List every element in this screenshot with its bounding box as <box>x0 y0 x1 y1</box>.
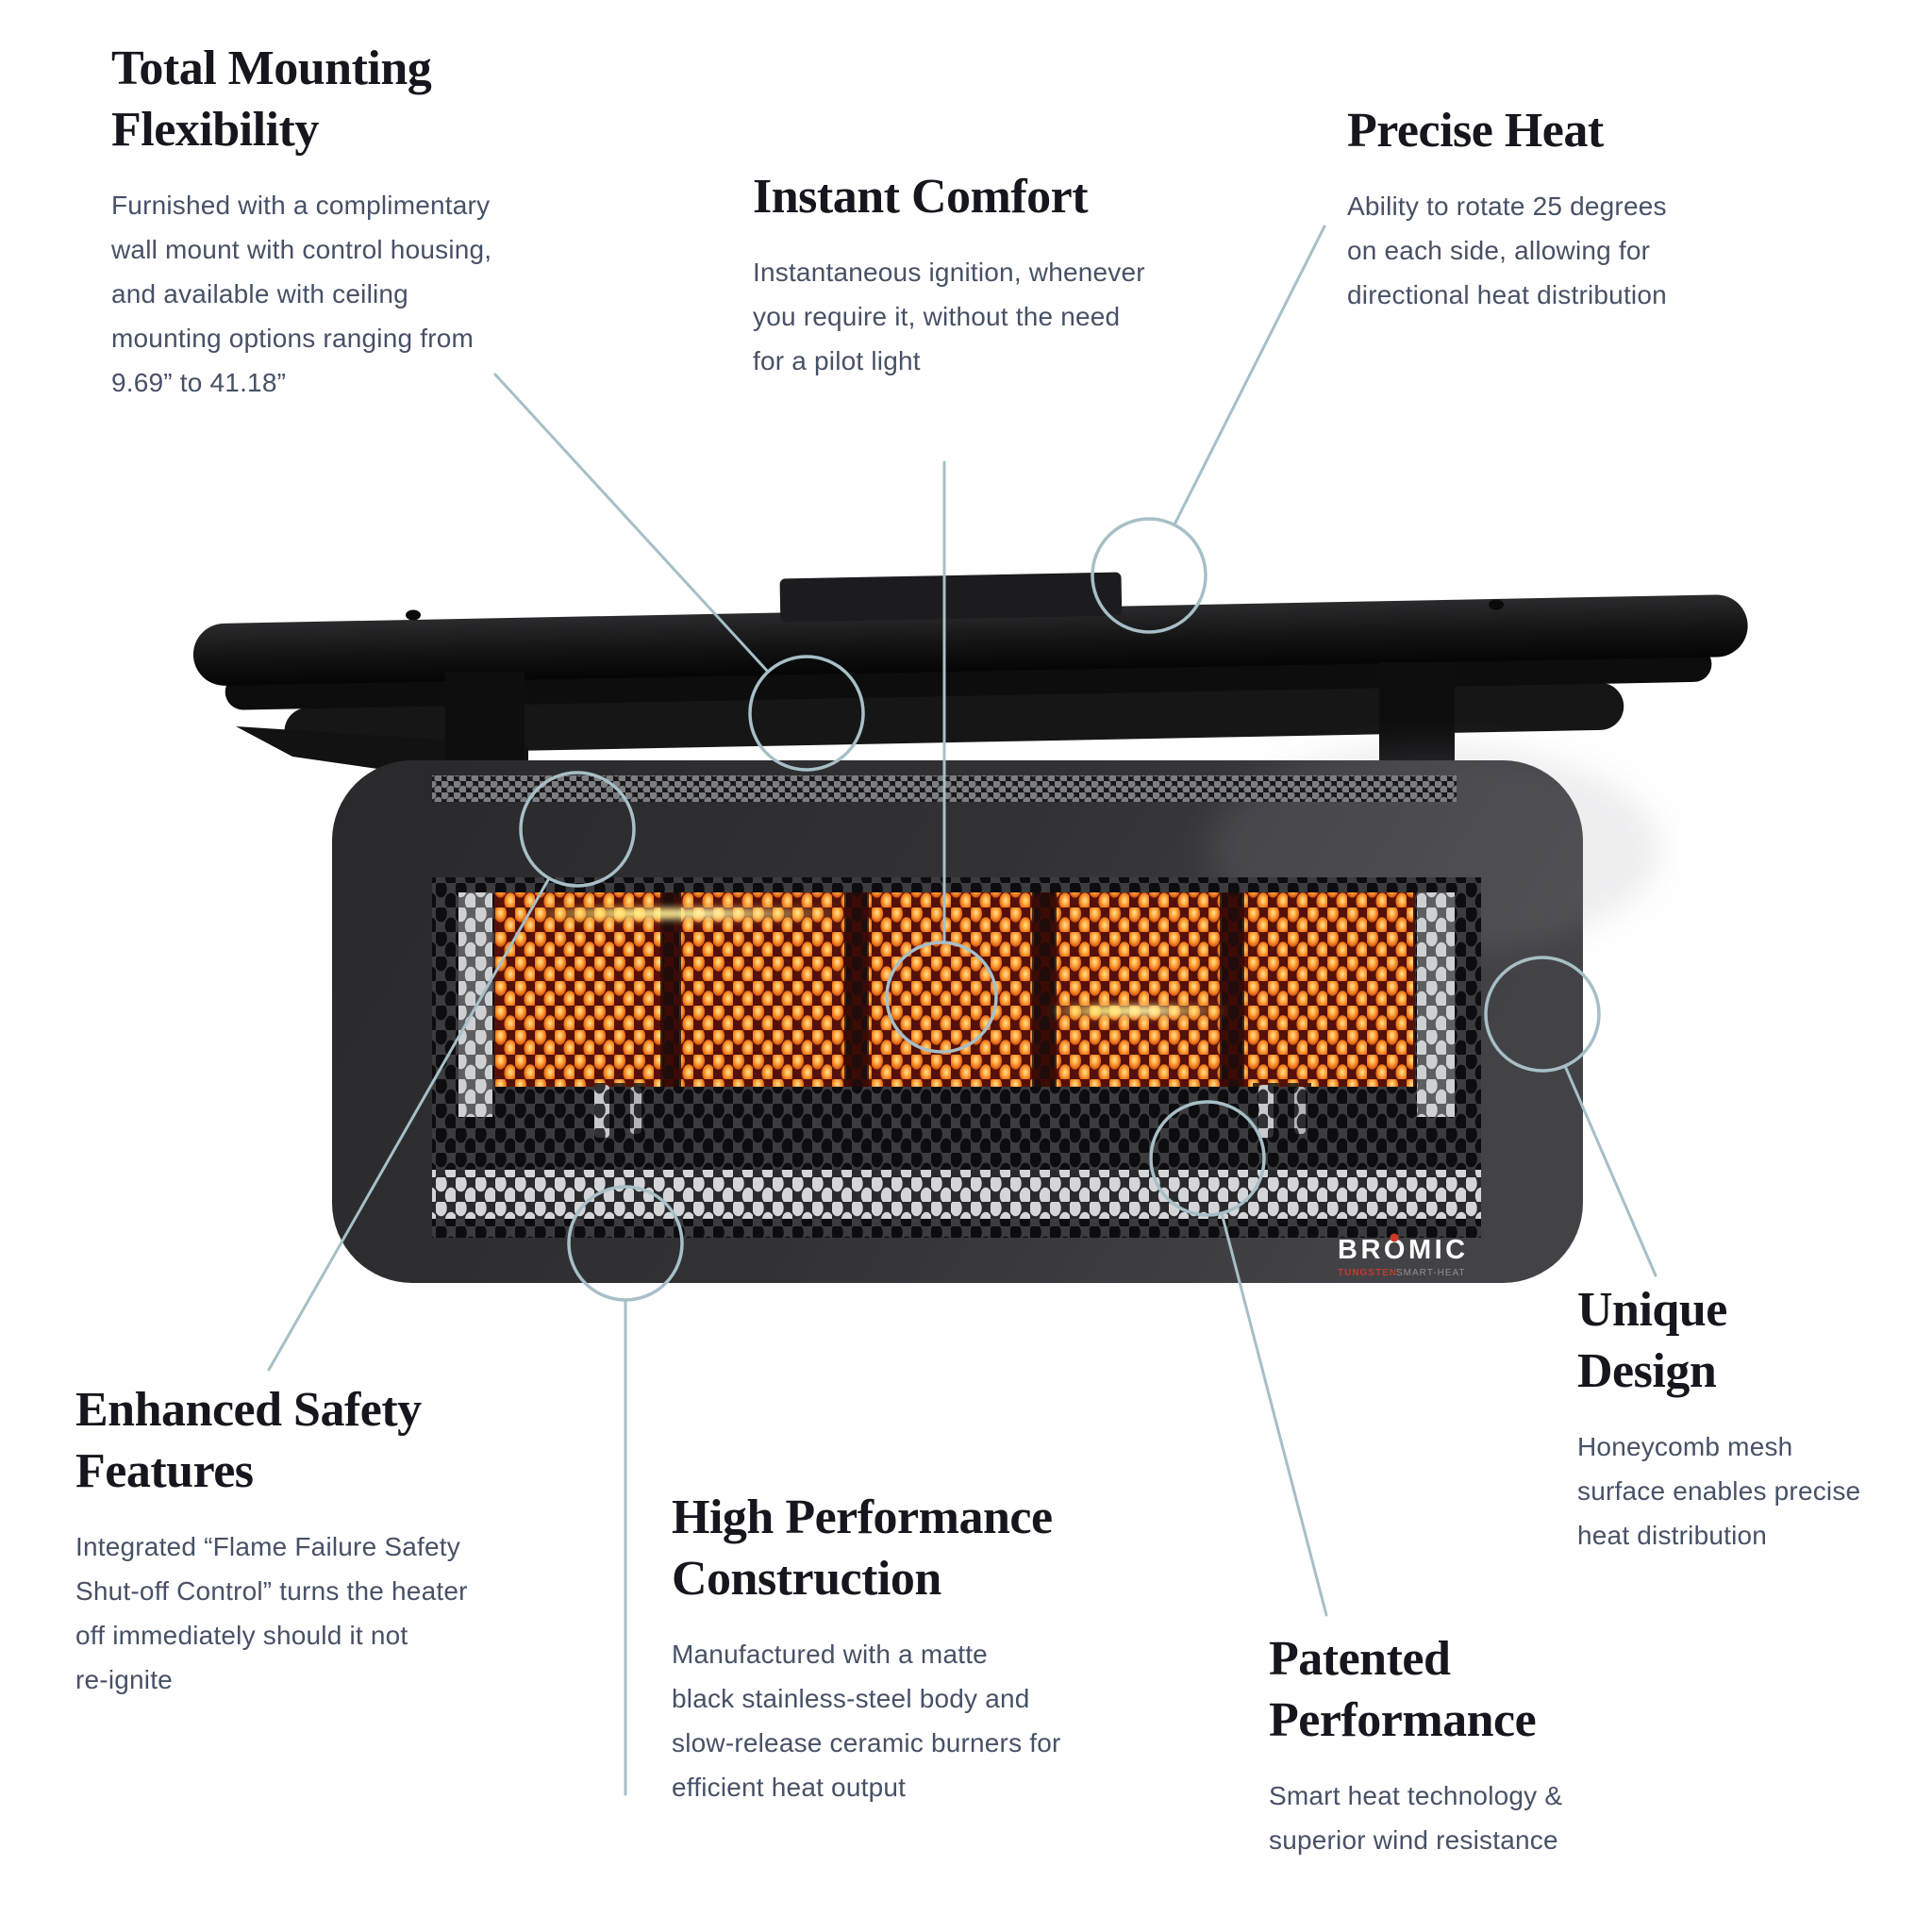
feature-description: Ability to rotate 25 degrees on each sid… <box>1347 192 1667 309</box>
burner-tile <box>679 892 846 1087</box>
canopy-screw-left <box>406 609 421 621</box>
callout-lines <box>267 225 1657 1796</box>
electrode-posts <box>589 1083 1311 1141</box>
feature-title: Enhanced Safety Features <box>75 1383 422 1498</box>
feature-total-mounting-flexibility: Total Mounting Flexibility Furnished wit… <box>111 38 491 405</box>
callout-line-enhanced-safety <box>267 876 551 1372</box>
brand-logo-text: BROMIC <box>1338 1235 1469 1265</box>
canopy-screw-right <box>1489 599 1504 610</box>
feature-unique-design: Unique Design Honeycomb mesh surface ena… <box>1577 1279 1860 1557</box>
feature-description: Manufactured with a matte black stainles… <box>672 1640 1061 1802</box>
callout-circle-total-mounting <box>748 655 865 772</box>
canopy <box>192 572 1748 756</box>
feature-title: Total Mounting Flexibility <box>111 42 432 157</box>
brand-logo-subtext-right: SMART-HEAT <box>1396 1268 1466 1278</box>
feature-title: Unique Design <box>1577 1283 1727 1398</box>
feature-title: Precise Heat <box>1347 104 1604 158</box>
burner-tile <box>495 892 662 1087</box>
brand-logo-subtext-left: TUNGSTEN <box>1338 1268 1397 1278</box>
callout-line-unique-design <box>1563 1064 1657 1277</box>
ignition-glow-streak <box>528 908 849 919</box>
mounting-bracket <box>779 572 1123 623</box>
brand-logo-flame-accent <box>1390 1233 1399 1242</box>
callout-circle-unique-design <box>1484 956 1601 1073</box>
callout-line-precise-heat <box>1173 225 1326 526</box>
lower-vent-band <box>432 1170 1481 1219</box>
callout-line-total-mounting <box>493 373 770 674</box>
feature-title: High Performance Construction <box>672 1491 1053 1606</box>
callout-line-patented <box>1220 1211 1328 1617</box>
feature-title: Instant Comfort <box>753 170 1089 224</box>
callout-circles <box>519 517 1601 1302</box>
ceramic-burner-panels <box>494 892 1415 1087</box>
feature-title: Patented Performance <box>1269 1632 1537 1747</box>
callout-circle-high-performance <box>567 1185 684 1302</box>
burner-tile <box>1242 892 1413 1087</box>
callout-circle-enhanced-safety <box>519 771 636 888</box>
feature-precise-heat: Precise Heat Ability to rotate 25 degree… <box>1347 100 1667 317</box>
feature-description: Honeycomb mesh surface enables precise h… <box>1577 1432 1861 1550</box>
feature-instant-comfort: Instant Comfort Instantaneous ignition, … <box>753 166 1145 383</box>
feature-high-performance-construction: High Performance Construction Manufactur… <box>672 1487 1061 1809</box>
feature-enhanced-safety-features: Enhanced Safety Features Integrated “Fla… <box>75 1379 468 1702</box>
feature-description: Furnished with a complimentary wall moun… <box>111 191 492 397</box>
callout-circle-instant-comfort <box>885 941 998 1054</box>
feature-description: Instantaneous ignition, whenever you req… <box>753 258 1145 375</box>
callout-circle-patented <box>1149 1100 1266 1217</box>
feature-description: Integrated “Flame Failure Safety Shut-of… <box>75 1532 468 1694</box>
callout-circle-precise-heat <box>1091 517 1208 634</box>
feature-description: Smart heat technology & superior wind re… <box>1269 1781 1563 1855</box>
ignition-glow-streak <box>1049 1006 1228 1016</box>
brand-logo: BROMIC TUNGSTEN SMART-HEAT <box>1338 1233 1469 1278</box>
burner-tile <box>867 892 1034 1087</box>
feature-patented-performance: Patented Performance Smart heat technolo… <box>1269 1628 1562 1862</box>
burner-tile <box>1055 892 1222 1087</box>
